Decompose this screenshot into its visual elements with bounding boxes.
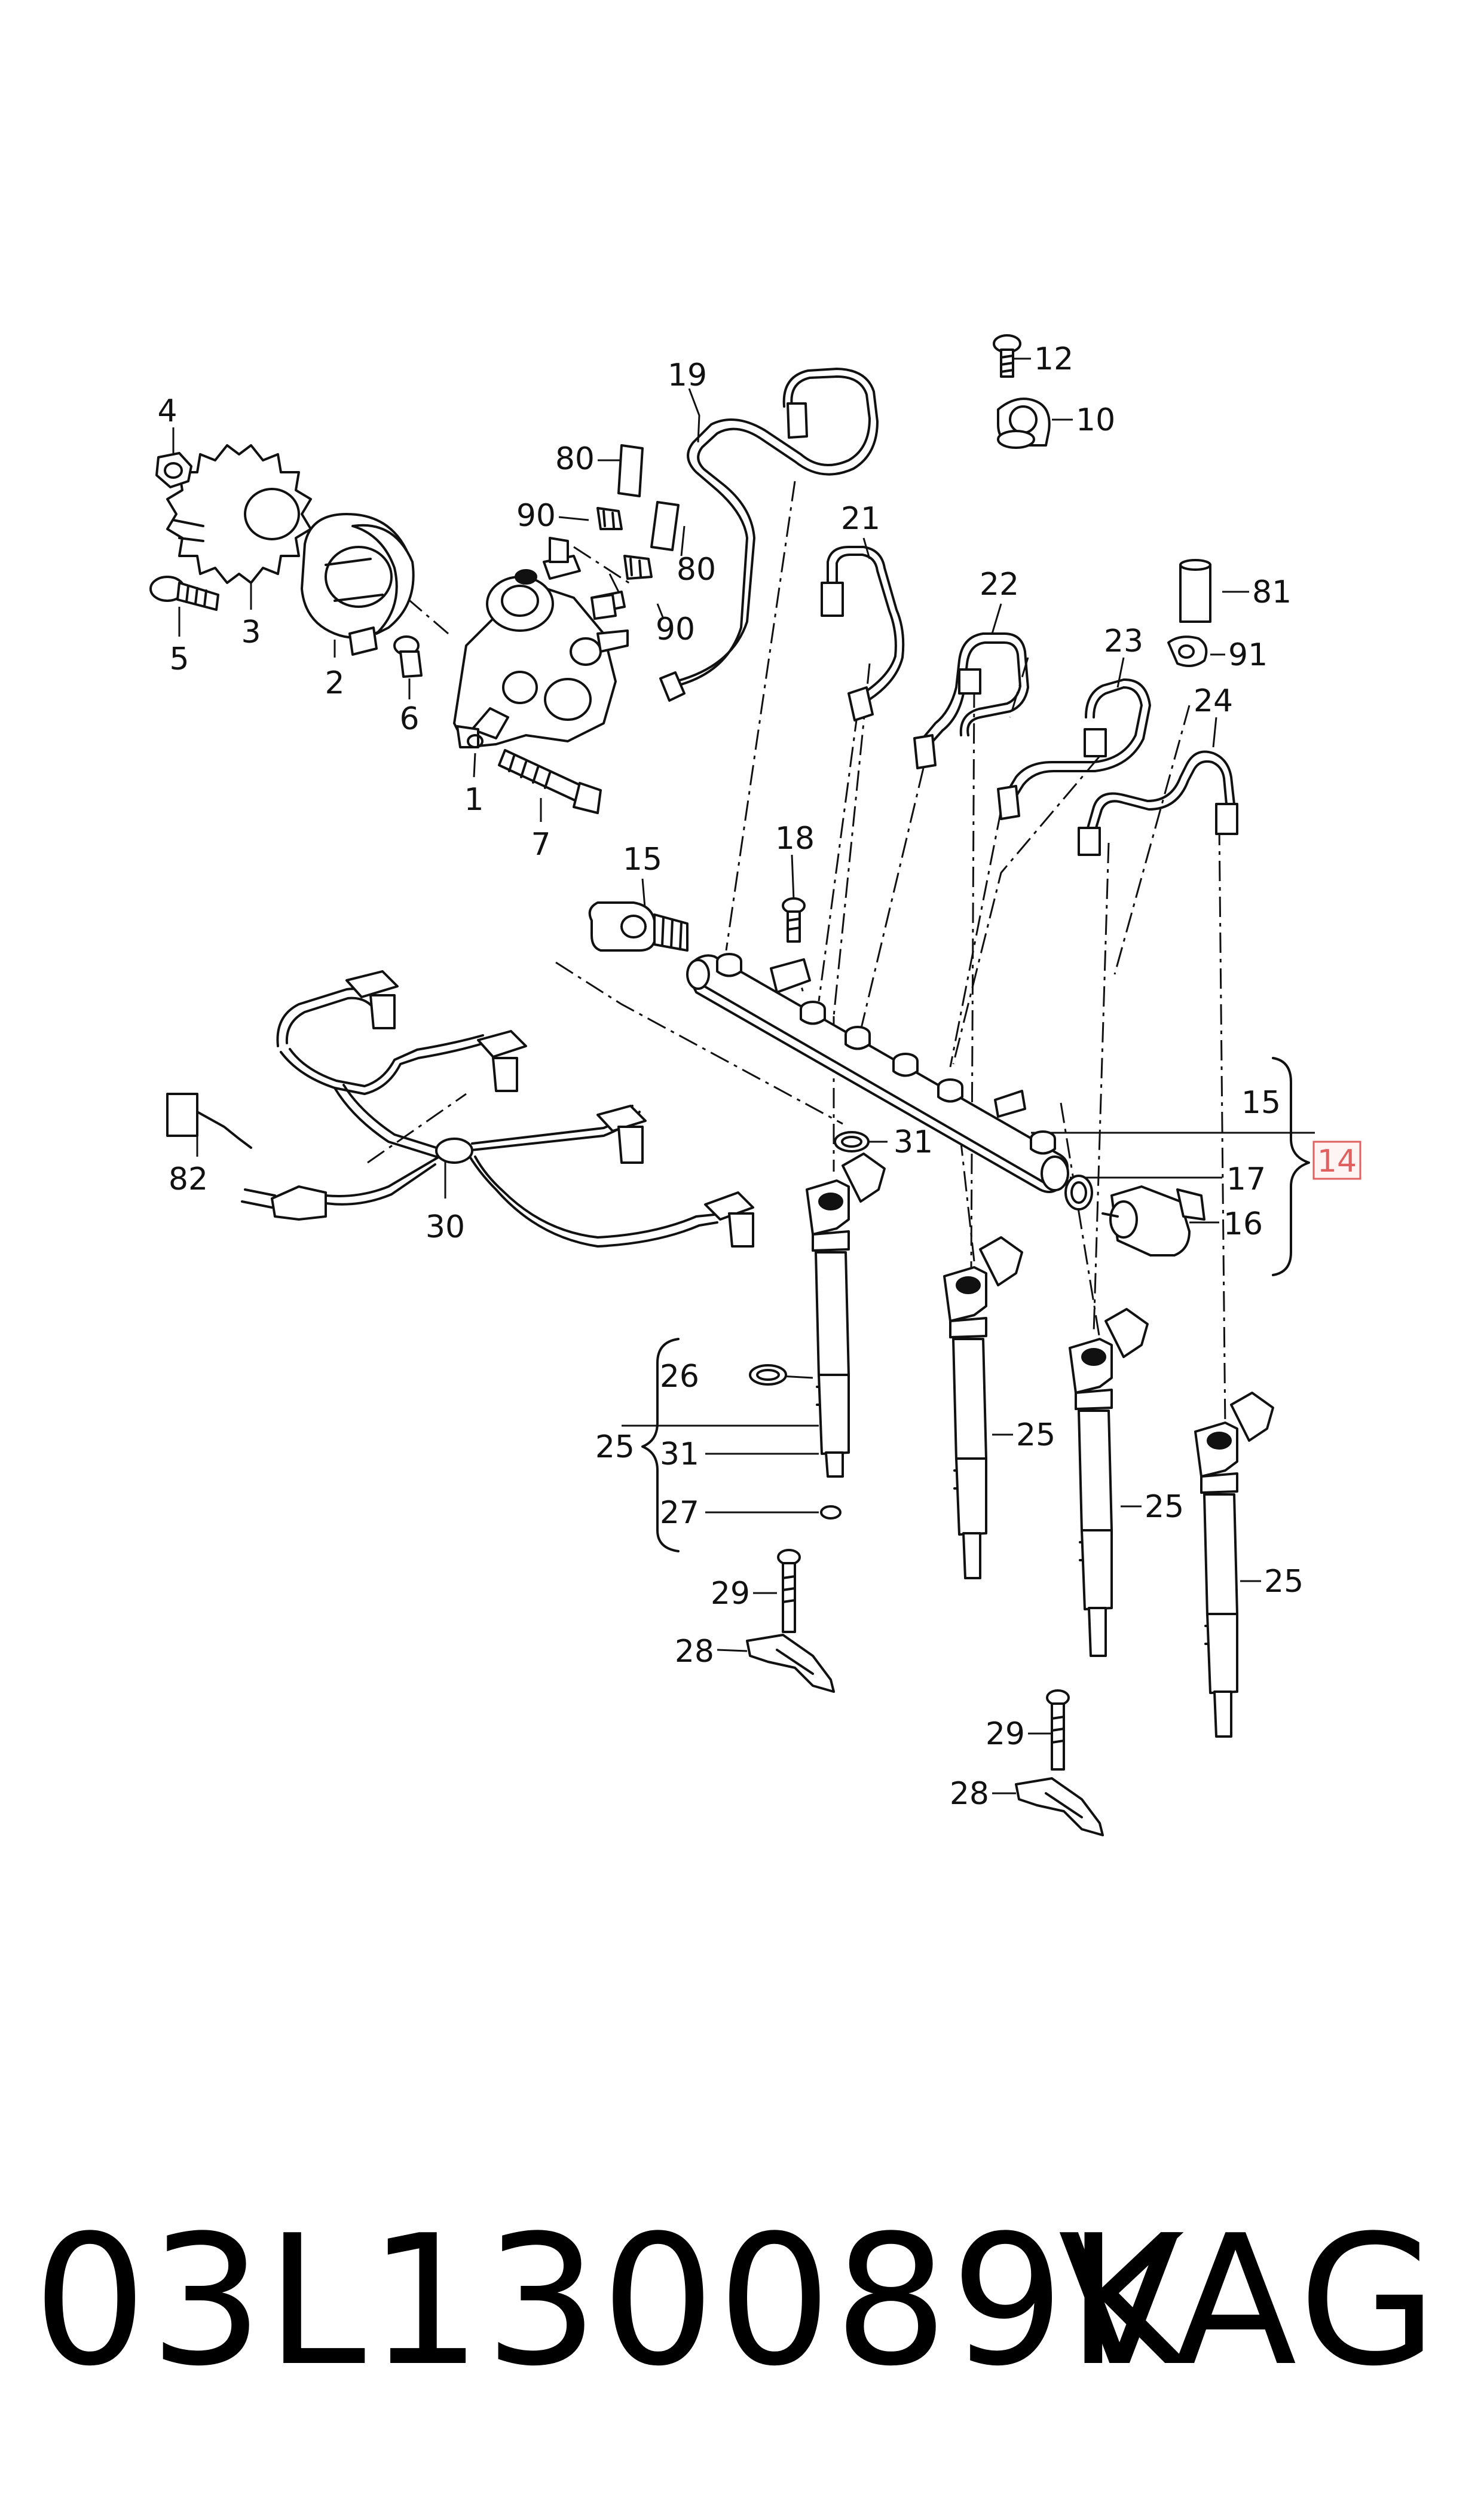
fuel-return-hose-80	[617, 444, 680, 551]
label-15-bracket: 15	[1241, 1085, 1281, 1121]
clamp-bracket-10	[997, 398, 1051, 449]
clamp-bolt-29-b	[1046, 1689, 1070, 1771]
rail-pressure-sensor-15	[588, 901, 689, 952]
fuel-injector-3	[1069, 1308, 1149, 1657]
label-19: 19	[668, 357, 707, 393]
fuel-injector-2	[943, 1236, 1023, 1579]
brand-name: VAG	[1058, 2197, 1442, 2405]
label-15-sensor: 15	[623, 842, 662, 878]
label-26: 26	[660, 1359, 699, 1395]
clamp-bolt-29-a	[777, 1549, 801, 1633]
label-29-b: 29	[986, 1716, 1025, 1752]
label-7: 7	[531, 827, 550, 863]
label-25-group: 25	[595, 1429, 635, 1465]
clamping-fork-28-a	[746, 1634, 835, 1693]
callout-labels: 4 5 3 2 6 1 7 19 80 90 80 90 12 10 21 22…	[157, 341, 1304, 1812]
label-3: 3	[241, 615, 261, 650]
label-17: 17	[1226, 1161, 1266, 1197]
o-ring-17	[1064, 1175, 1093, 1210]
label-31-bottom: 31	[660, 1436, 699, 1472]
fuel-pipe-19	[659, 368, 879, 702]
label-90-bottom: 90	[656, 612, 695, 647]
high-pressure-pump	[453, 555, 629, 748]
label-80-top: 80	[555, 441, 595, 477]
fuel-rail	[686, 953, 1069, 1193]
gear-bolt	[149, 576, 219, 611]
label-25-injector-2: 25	[1016, 1417, 1055, 1453]
fuel-pipe-24	[1078, 750, 1238, 856]
hose-clip-91	[1167, 635, 1208, 667]
label-80-bottom: 80	[677, 552, 716, 588]
alignment-lines	[367, 481, 1226, 1429]
label-1: 1	[464, 782, 484, 818]
label-25-injector-3: 25	[1145, 1489, 1184, 1525]
label-81: 81	[1252, 574, 1292, 610]
label-10: 10	[1076, 402, 1115, 438]
fuel-injector-1	[806, 1152, 886, 1478]
label-18: 18	[775, 821, 815, 857]
label-6: 6	[399, 701, 419, 737]
bracket-group-25	[641, 1338, 680, 1552]
caption-bar: 03L130089K VAG	[0, 2176, 1484, 2427]
label-24: 24	[1194, 683, 1233, 719]
fuel-pipe-22	[913, 632, 1029, 769]
clamp-bolt-12	[993, 334, 1021, 378]
injector-seals	[749, 1131, 870, 1520]
pump-bolt-6	[393, 635, 423, 678]
highlight-box	[1312, 1141, 1361, 1180]
label-2: 2	[325, 665, 344, 701]
highlighted-part-14: 14	[1312, 1141, 1361, 1180]
label-29-a: 29	[711, 1576, 750, 1612]
label-25-injector-4: 25	[1264, 1564, 1304, 1600]
label-31-top: 31	[894, 1124, 933, 1160]
label-91: 91	[1228, 637, 1268, 673]
label-28-a: 28	[675, 1634, 714, 1670]
label-23: 23	[1104, 623, 1143, 659]
label-14: 14	[1317, 1144, 1357, 1179]
pump-long-bolt-7	[498, 749, 602, 814]
pressure-valve-16	[1101, 1185, 1205, 1257]
rail-ports	[716, 953, 1056, 1155]
label-30: 30	[426, 1209, 465, 1245]
fuel-injector-4	[1194, 1392, 1274, 1738]
fuel-pipe-21	[821, 546, 905, 722]
label-12: 12	[1034, 341, 1073, 377]
label-27: 27	[660, 1495, 699, 1531]
label-82: 82	[169, 1161, 208, 1197]
label-5: 5	[169, 641, 189, 677]
label-90-top: 90	[516, 498, 556, 534]
harness-connectors	[345, 970, 754, 1248]
wiring-harness	[166, 970, 754, 1248]
return-hose-81	[1179, 559, 1211, 623]
gear-nut	[155, 452, 192, 488]
label-16: 16	[1223, 1206, 1263, 1242]
clamping-fork-28-b	[1015, 1777, 1104, 1836]
label-28-b: 28	[950, 1776, 989, 1812]
label-22: 22	[980, 567, 1019, 603]
label-21: 21	[841, 501, 880, 537]
hose-clip-90	[549, 507, 653, 620]
drive-gear	[166, 444, 312, 584]
label-4: 4	[157, 393, 177, 429]
fuel-pipe-23	[997, 678, 1151, 820]
part-number: 03L130089K	[33, 2197, 1187, 2405]
bracket-group-14	[1272, 1057, 1310, 1276]
rail-bolt-18	[782, 897, 806, 943]
pump-hub	[301, 513, 415, 656]
